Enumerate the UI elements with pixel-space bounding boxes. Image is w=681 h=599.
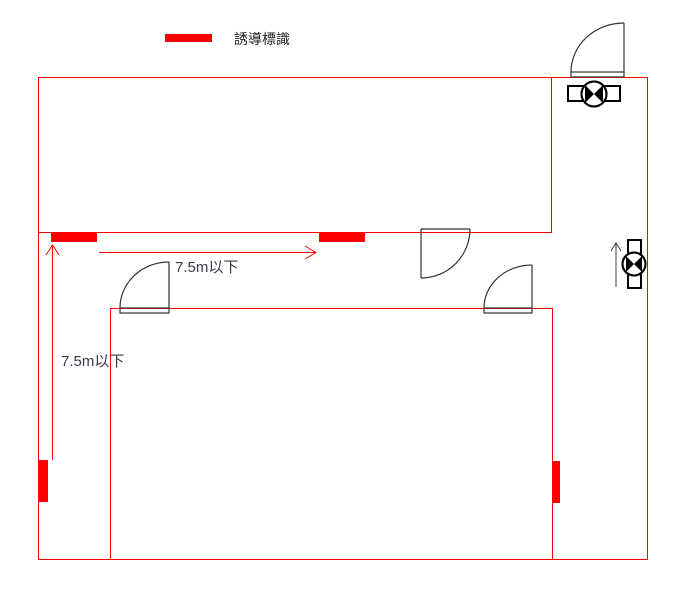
legend-sign-swatch [165,34,212,42]
emergency-light-icon [567,80,621,108]
emergency-light-icon [621,239,647,289]
guide-sign [51,232,97,242]
guide-sign [319,232,365,242]
door [483,264,533,314]
upper-room-wall [38,77,552,233]
horizontal-arrow-head [304,245,317,260]
guide-sign [38,460,48,502]
legend-label: 誘導標識 [234,31,290,47]
exit-door [570,22,625,78]
door [420,228,471,279]
guide-sign [552,461,560,503]
vertical-distance-label: 7.5m以下 [61,353,125,370]
direction-arrow-icon [610,242,622,287]
vertical-arrow-head [45,244,60,256]
horizontal-distance-label: 7.5m以下 [175,259,239,276]
inner-room-wall [110,308,553,560]
door [119,261,170,314]
